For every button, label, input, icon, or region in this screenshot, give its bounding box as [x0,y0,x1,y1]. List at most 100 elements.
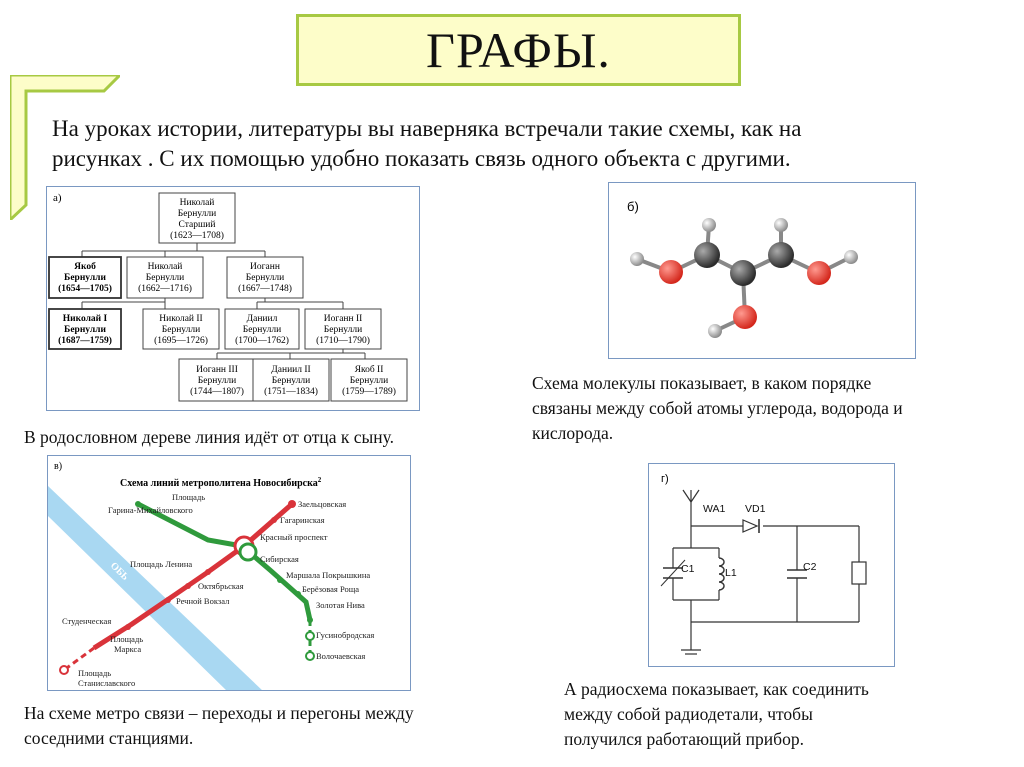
tree-node-nikolai-ii: Николай II Бернулли (1695—1726) [142,308,220,350]
station-label: Маршала Покрышкина [286,570,370,580]
station-label: Заельцовская [298,499,346,509]
node-text: (1710—1790) [316,335,370,346]
node-text: Бернулли [272,376,310,386]
oxygen-atom [807,261,831,285]
radio-caption: А радиосхема показывает, как соединить м… [564,677,1014,752]
node-text: Бернулли [146,273,184,283]
molecule-caption-line-3: кислорода. [532,423,614,443]
carbon-atom [694,242,720,268]
corner-bracket-decoration [10,75,120,220]
green-line [136,501,313,621]
station-label: Маркса [114,644,141,654]
label-wa1: WA1 [703,503,726,515]
station-label: Площадь [172,492,205,502]
node-text: Николай [180,197,215,208]
station-dot-planned [59,665,69,675]
station-dot [295,591,301,597]
node-text: Бернулли [198,376,236,386]
node-text: Даниил II [271,365,310,375]
node-text: Якоб II [355,364,384,375]
label-vd1: VD1 [745,503,766,515]
metro-caption-line-1: На схеме метро связи – переходы и перего… [24,703,414,723]
panel-v-label: в) [54,461,62,472]
node-text: Бернулли [324,325,362,335]
metro-heading: Схема линий метрополитена Новосибирска2 [120,476,322,489]
node-text: Бернулли [246,273,284,283]
metro-caption: На схеме метро связи – переходы и перего… [24,701,544,751]
headphone-load [851,561,867,585]
node-text: (1700—1762) [235,335,289,346]
node-text: (1744—1807) [190,386,244,397]
node-text: Иоганн II [324,314,363,324]
label-c2: C2 [803,561,817,573]
node-text: Бернулли [178,209,216,219]
hydrogen-atom [630,252,644,266]
station-dot-planned [305,651,315,661]
metro-heading-sup: 2 [318,476,322,484]
hydrogen-atom [702,218,716,232]
node-text: Иоганн III [196,365,238,375]
oxygen-atom [733,305,757,329]
station-label: Площадь [78,668,111,678]
family-tree-caption: В родословном дереве линия идёт от отца … [24,427,395,447]
node-text: Якоб [74,261,96,272]
tree-node-nikolai-i: Николай I Бернулли (1687—1759) [48,308,122,350]
node-text: Даниил [247,314,278,324]
capacitor-c1 [660,559,686,587]
node-text: (1623—1708) [170,230,224,241]
tree-node-yakob: Якоб Бернулли (1654—1705) [48,256,122,299]
station-label: Октябрьская [198,581,244,591]
node-text: Бернулли [243,325,281,335]
radio-caption-line-2: между собой радиодетали, чтобы [564,704,813,724]
tree-node-iogann-iii: Иоганн III Бернулли (1744—1807) [178,358,256,402]
radio-caption-line-1: А радиосхема показывает, как соединить [564,679,869,699]
radio-caption-line-3: получился работающий прибор. [564,729,804,749]
station-label: Золотая Нива [316,600,365,610]
node-text: Николай II [159,313,202,324]
slide-title: ГРАФЫ. [296,14,741,86]
station-dot [271,517,277,523]
tree-node-iogann: Иоганн Бернулли (1667—1748) [226,256,304,299]
molecule-caption-line-1: Схема молекулы показывает, в каком поряд… [532,373,872,393]
panel-g-label: г) [661,473,669,485]
hydrogen-atom [774,218,788,232]
tree-node-nikolai-senior: Николай Бернулли Старший (1623—1708) [158,192,236,244]
station-dot [125,624,131,630]
radio-circuit-diagram: г) [660,473,867,655]
radio-circuit-panel: г) [648,463,895,667]
circuit-wires [672,489,860,655]
tree-node-daniil: Даниил Бернулли (1700—1762) [224,308,300,350]
node-text: Бернулли [162,325,200,335]
station-label: Сибирская [260,554,299,564]
intro-text: На уроках истории, литературы вы наверня… [52,114,992,174]
node-text: Бернулли [350,376,388,386]
node-text: (1687—1759) [58,335,112,346]
panel-a-label: а) [53,192,62,204]
station-dot [185,583,191,589]
carbon-atom [768,242,794,268]
station-label: Площадь Ленина [130,559,192,569]
red-line-planned [63,646,95,672]
node-text: Старший [179,219,216,230]
station-dot [165,597,171,603]
node-text: Бернулли [64,325,106,335]
metro-panel: ОБЬ в) Схема линий метрополитена Новосиб… [47,455,411,691]
station-label: Речной Вокзал [176,596,230,606]
station-dot [277,577,283,583]
station-label: Гарина-Михайловского [108,505,193,515]
metro-caption-line-2: соседними станциями. [24,728,194,748]
hydrogen-atom [844,250,858,264]
tree-node-yakob-ii: Якоб II Бернулли (1759—1789) [330,358,408,402]
station-dot [135,501,141,507]
capacitor-c2 [787,569,807,579]
hydrogen-atom [708,324,722,338]
inductor-l1 [718,557,725,591]
label-c1: C1 [681,563,695,575]
label-l1: L1 [725,567,737,579]
tree-connectors [81,243,366,359]
tree-node-iogann-ii: Иоганн II Бернулли (1710—1790) [304,308,382,350]
node-text: (1695—1726) [154,335,208,346]
station-label: Красный проспект [260,532,328,542]
station-dot-planned [305,631,315,641]
metro-map: ОБЬ в) Схема линий метрополитена Новосиб… [48,461,374,690]
